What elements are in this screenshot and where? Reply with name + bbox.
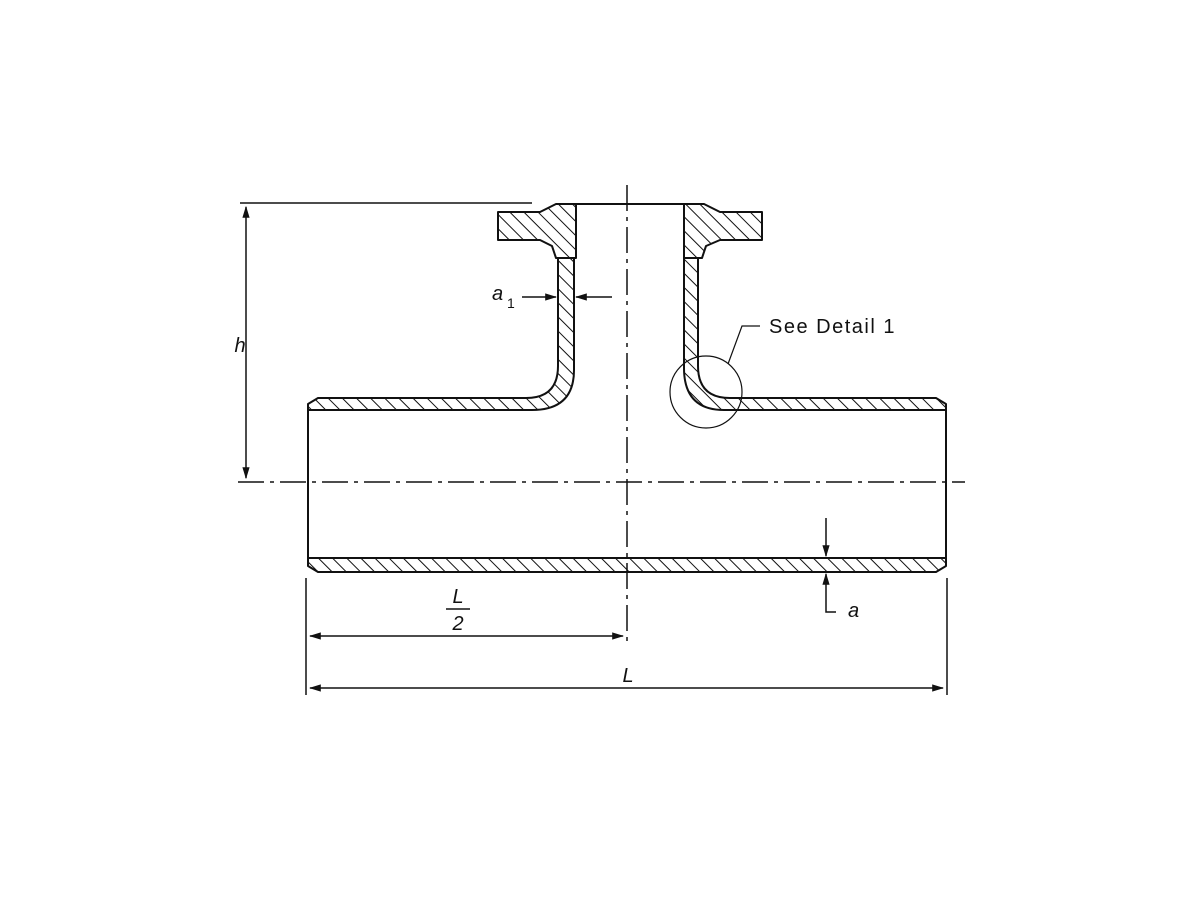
- left-flange: [497, 203, 577, 259]
- height-label: h: [234, 335, 245, 357]
- branch-wall-subscript: 1: [507, 295, 515, 311]
- tee-body: [307, 203, 947, 573]
- branch-wall-label: a: [492, 283, 503, 305]
- detail-leader: [727, 325, 760, 365]
- run-wall-label: a: [848, 600, 859, 622]
- right-branch-wall: [683, 257, 947, 411]
- detail-callout-label: See Detail 1: [769, 316, 896, 338]
- half-length-numerator: L: [452, 586, 463, 608]
- right-flange: [683, 203, 763, 259]
- detail-circle: [669, 355, 743, 429]
- run-wall-arrow-bottom: [822, 572, 836, 613]
- length-label: L: [622, 665, 633, 687]
- half-length-denominator: 2: [451, 613, 463, 635]
- left-branch-wall: [307, 257, 575, 411]
